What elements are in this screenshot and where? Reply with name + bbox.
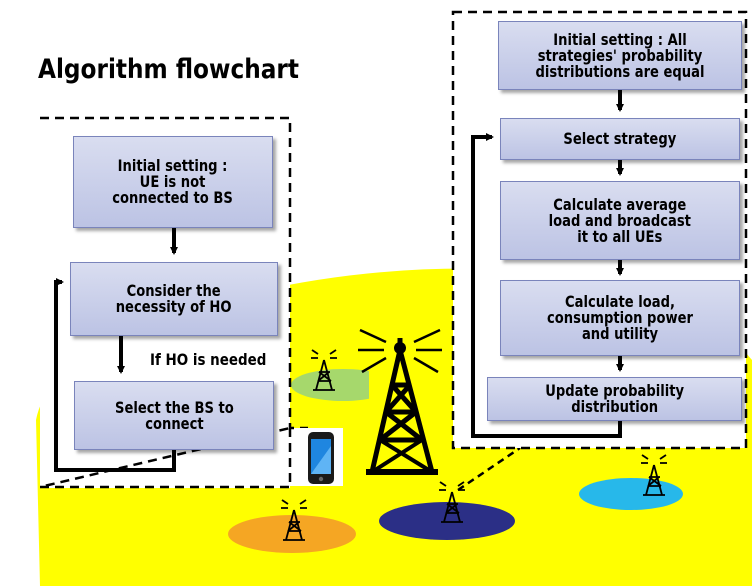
box-update-probability: Update probability distribution — [487, 377, 742, 421]
small-cell-cyan — [579, 478, 683, 510]
box-calculate-load-power-utility-label: Calculate load, consumption power and ut… — [547, 292, 693, 343]
box-initial-setting-ue: Initial setting : UE is not connected to… — [73, 136, 273, 228]
small-cell-navy — [379, 502, 515, 540]
box-update-probability-label: Update probability distribution — [545, 381, 684, 416]
box-consider-ho: Consider the necessity of HO — [70, 262, 278, 336]
small-base-station-icon — [311, 349, 337, 391]
condition-label: If HO is needed — [150, 350, 267, 369]
box-select-strategy: Select strategy — [500, 118, 740, 160]
box-calculate-load-power-utility: Calculate load, consumption power and ut… — [500, 280, 740, 356]
macro-base-station-icon — [358, 328, 442, 475]
box-initial-setting-strategies-label: Initial setting : All strategies' probab… — [535, 29, 705, 81]
box-select-bs-label: Select the BS to connect — [114, 397, 234, 433]
arrow-loop-back-left — [54, 278, 176, 472]
box-initial-setting-strategies: Initial setting : All strategies' probab… — [498, 21, 742, 90]
box-consider-ho-label: Consider the necessity of HO — [116, 281, 232, 316]
right-panel-border — [451, 10, 748, 450]
box-calculate-average-load-label: Calculate average load and broadcast it … — [548, 194, 692, 246]
box-select-bs: Select the BS to connect — [74, 381, 274, 450]
box-initial-setting-ue-label: Initial setting : UE is not connected to… — [112, 156, 234, 207]
box-select-strategy-label: Select strategy — [563, 129, 677, 148]
small-base-station-icon — [641, 454, 667, 496]
arrow-loop-back-right — [471, 133, 622, 438]
small-base-station-icon — [281, 499, 307, 541]
right-callout-line — [457, 446, 521, 492]
smartphone-icon — [297, 428, 343, 486]
left-panel-border — [39, 116, 308, 489]
box-calculate-average-load: Calculate average load and broadcast it … — [500, 181, 740, 260]
diagram-title: Algorithm flowchart — [38, 54, 299, 85]
small-base-station-icon — [439, 481, 465, 523]
small-cell-orange — [228, 515, 356, 553]
